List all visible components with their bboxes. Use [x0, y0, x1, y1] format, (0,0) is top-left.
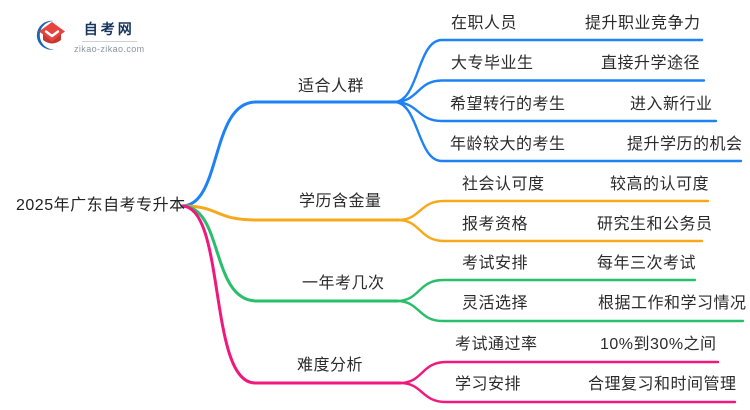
subnode-topic: 灵活选择 — [462, 295, 529, 312]
subnode-value: 每年三次考试 — [597, 255, 697, 272]
subnode-topic: 大专毕业生 — [451, 55, 534, 72]
subnode-topic: 在职人员 — [451, 15, 518, 32]
subnode-topic: 社会认可度 — [462, 176, 545, 193]
branch-degree-value-label: 学历含金量 — [299, 193, 382, 210]
subnode-value: 研究生和公务员 — [597, 216, 713, 233]
subnode-topic: 学习安排 — [455, 376, 522, 393]
subnode-topic: 考试通过率 — [455, 336, 538, 353]
subnode-value: 合理复习和时间管理 — [588, 376, 737, 393]
subnode-value: 较高的认可度 — [610, 176, 710, 193]
branch-suitable-groups-label: 适合人群 — [298, 78, 365, 95]
branch-pink-links — [180, 204, 737, 404]
subnode-topic: 报考资格 — [462, 216, 529, 233]
branch-difficulty-label: 难度分析 — [297, 357, 364, 374]
site-logo: 自考网 zikao-zikao.com — [30, 18, 145, 54]
subnode-value: 10%到30%之间 — [600, 336, 717, 353]
subnode-value: 进入新行业 — [630, 96, 713, 113]
subnode-value: 提升学历的机会 — [627, 136, 743, 153]
subnode-topic: 年龄较大的考生 — [450, 136, 566, 153]
logo-graduation-cap-icon — [30, 18, 70, 54]
subnode-value: 直接升学途径 — [601, 55, 701, 72]
root-node: 2025年广东自考专升本 — [16, 197, 186, 214]
subnode-topic: 希望转行的考生 — [450, 96, 566, 113]
subnode-topic: 考试安排 — [462, 255, 529, 272]
branch-orange-links — [180, 199, 710, 243]
logo-domain-text: zikao-zikao.com — [74, 43, 145, 54]
logo-title: 自考网 — [81, 19, 137, 42]
branch-exam-frequency-label: 一年考几次 — [302, 275, 385, 292]
subnode-value: 根据工作和学习情况 — [598, 295, 747, 312]
logo-crescent-shape — [36, 20, 54, 50]
branch-blue-links — [180, 38, 743, 208]
branch-green-links — [180, 204, 745, 323]
subnode-value: 提升职业竞争力 — [585, 15, 701, 32]
